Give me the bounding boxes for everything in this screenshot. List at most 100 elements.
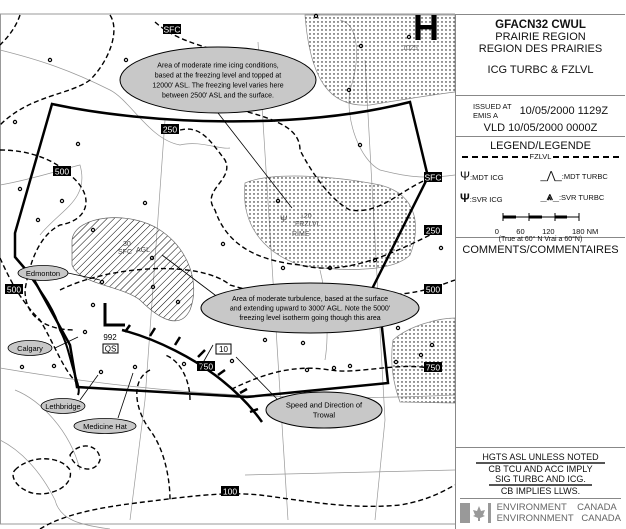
scale-tick: 60 <box>516 227 525 236</box>
station-dot <box>51 363 57 369</box>
product-name: ICG TURBC & FZLVL <box>487 64 594 76</box>
station-dot <box>357 142 363 148</box>
weather-map: 992 QS H 1025 10 SFC250500500SFC25050075… <box>0 7 455 529</box>
contour-label-box <box>424 284 442 294</box>
callout-text-line: between 2500' ASL and the surface. <box>162 93 274 100</box>
contour-label-box <box>53 166 71 176</box>
title-block: GFACN32 CWUL PRAIRIE REGION REGION DES P… <box>456 19 625 96</box>
callout-arrows <box>54 112 293 419</box>
legend-title: LEGEND/LEGENDE <box>490 140 591 152</box>
station-dot <box>418 352 424 358</box>
station-dot <box>229 358 235 364</box>
station-dot <box>59 198 65 204</box>
moderate-icing-icon: Ψ <box>280 214 288 224</box>
moderate-turbulence-icon: _⋀_ <box>540 170 562 182</box>
high-pressure-value: 1025 <box>402 45 418 52</box>
comments-title: COMMENTS/COMMENTAIRES <box>462 244 619 256</box>
station-dot <box>35 217 41 223</box>
station-dot <box>372 257 378 263</box>
region-en: PRAIRIE REGION <box>495 31 586 43</box>
station-dot <box>150 284 156 290</box>
contour-label-box <box>221 486 239 496</box>
station-dot <box>12 119 18 125</box>
contour-label: 250 <box>426 226 440 236</box>
city-label-edmonton <box>17 265 69 281</box>
contour-label: SFC <box>164 25 181 35</box>
station-dot <box>331 365 337 371</box>
city-name: Lethbridge <box>45 402 80 411</box>
trowal-front <box>121 324 264 423</box>
high-pressure-letter: H <box>413 7 439 48</box>
contour-label-box <box>424 172 442 182</box>
contour-label-box <box>163 24 181 34</box>
issued-label: ISSUED AT <box>472 102 512 111</box>
station-dot <box>90 302 96 308</box>
station-dot <box>90 227 96 233</box>
city-name: Medicine Hat <box>83 422 128 431</box>
low-pressure-symbol <box>103 303 125 327</box>
contour-label: 250 <box>163 125 177 135</box>
station-dot <box>47 57 53 63</box>
contour-label: 750 <box>199 362 213 372</box>
contour-label-box <box>197 361 215 371</box>
contour-label: 750 <box>426 363 440 373</box>
station-dot <box>19 364 25 370</box>
callout-text-line: Area of moderate rime icing conditions, <box>157 63 278 70</box>
city-name: Calgary <box>17 344 43 353</box>
turbulence-callout: Area of moderate turbulence, based at th… <box>200 282 420 334</box>
scale-bar <box>502 213 579 221</box>
issued-time: 10/05/2000 1129Z <box>519 105 609 117</box>
scale-tick: 180 NM <box>572 227 599 236</box>
note: SIG TURBC AND ICG. <box>489 474 592 486</box>
turbulence-area <box>71 217 194 322</box>
stippled-area <box>391 317 455 404</box>
city-name: Edmonton <box>26 269 60 278</box>
chart-title: GFACN32 CWUL <box>495 19 586 31</box>
callout-text-line: based at the freezing level and topped a… <box>155 73 282 80</box>
contour-label: SFC <box>425 173 442 183</box>
city-label-lethbridge <box>40 398 86 414</box>
contour-label: 500 <box>426 285 440 295</box>
qs-box <box>102 343 119 354</box>
station-dot <box>82 329 88 335</box>
callout-text-line: 12000' ASL. The freezing level varies he… <box>152 83 283 90</box>
legend-svr-icg: :SVR ICG <box>469 195 503 204</box>
icing-base: FRZLVL <box>295 221 321 228</box>
station-dot <box>393 359 399 365</box>
icing-top: 120 <box>300 213 312 220</box>
station-dot <box>275 198 281 204</box>
city-label-calgary <box>7 340 53 356</box>
station-dot <box>358 43 364 49</box>
callout-text-line: and extending upward to 3000' AGL. Note … <box>230 306 390 313</box>
turbulence-base: SFC <box>118 249 132 256</box>
callout-text-line: Area of moderate turbulence, based at th… <box>232 296 388 303</box>
note: CB IMPLIES LLWS. <box>500 486 581 496</box>
station-dot <box>99 279 105 285</box>
station-dot <box>220 241 226 247</box>
station-dot <box>327 265 333 271</box>
station-dot <box>438 245 444 251</box>
valid-time: VLD 10/05/2000 0000Z <box>483 122 598 134</box>
contour-label: 500 <box>7 285 21 295</box>
forecast-area-boundary <box>13 100 430 399</box>
svg-text:Area of moderate turbulence, b: Area of moderate turbulence, based at th… <box>230 296 390 322</box>
trowal-speed: 10 <box>219 345 228 354</box>
contour-label: 100 <box>223 487 237 497</box>
severe-turbulence-icon: _⩓_ <box>540 191 559 203</box>
svg-text:Area of moderate rime icing co: Area of moderate rime icing conditions, b… <box>152 63 283 100</box>
station-dot <box>98 369 104 375</box>
station-dot <box>262 337 268 343</box>
quasi-stationary-tag: QS <box>105 345 117 354</box>
issued-label-fr: EMIS A <box>472 111 498 120</box>
weather-stations <box>12 13 444 375</box>
city-label-medicine-hat <box>73 418 137 434</box>
callout-text-line: Speed and Direction of <box>286 401 363 410</box>
station-dot <box>132 364 138 370</box>
turbulence-unit: AGL <box>136 247 150 254</box>
station-dot <box>75 141 81 147</box>
agency-fr: ENVIRONNMENT CANADA <box>496 513 621 524</box>
station-dot <box>123 57 129 63</box>
